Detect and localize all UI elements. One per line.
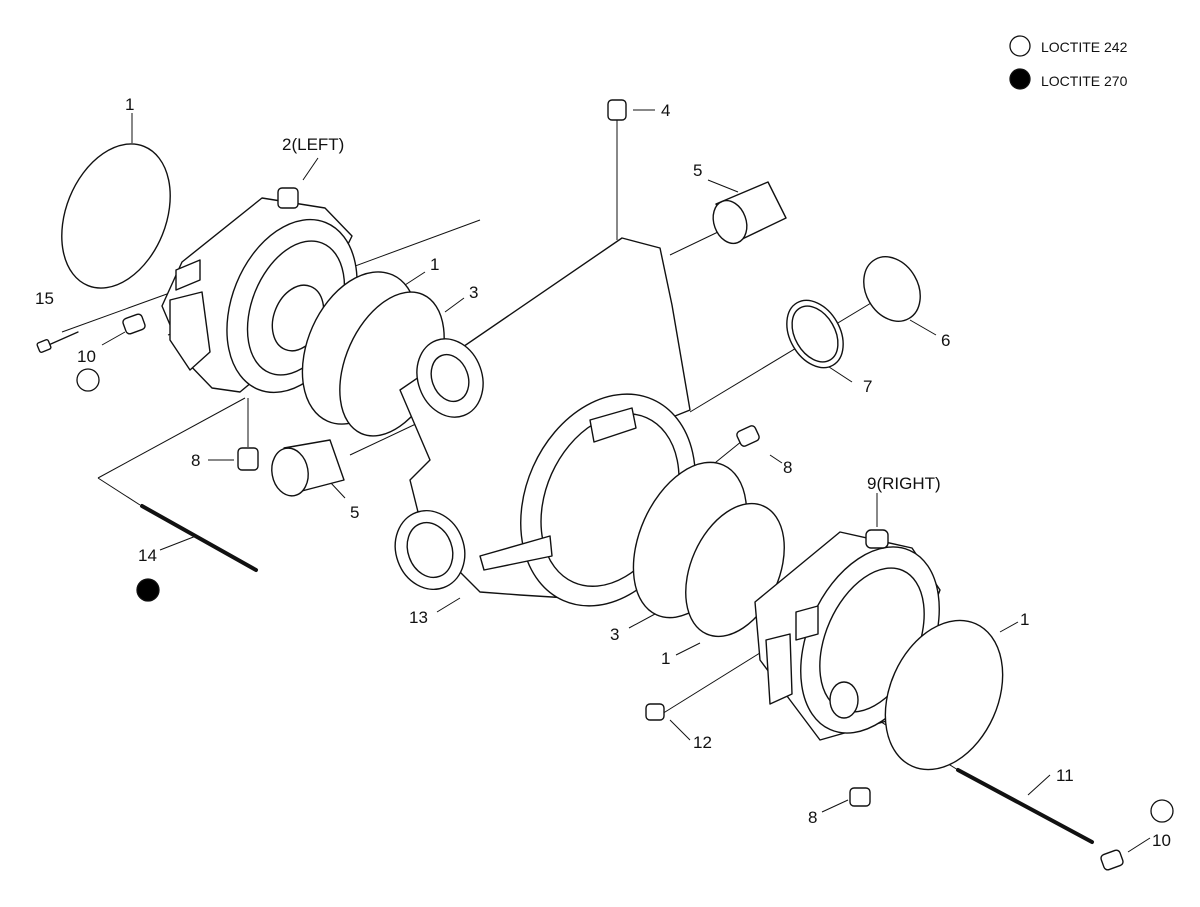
callout-2-left: 2(LEFT) (282, 135, 344, 154)
housing-right (754, 529, 941, 741)
callout-15: 15 (35, 289, 54, 308)
loctite-marker-10-left (76, 368, 100, 392)
callout-1-top: 1 (125, 95, 134, 114)
callout-10-right: 10 (1152, 831, 1171, 850)
legend-label-242: LOCTITE 242 (1041, 39, 1128, 55)
bearing-race-7 (786, 299, 844, 369)
stud-14 (140, 504, 258, 572)
plug-8-upper (736, 425, 760, 447)
callout-6: 6 (941, 331, 950, 350)
legend-label-270: LOCTITE 270 (1041, 73, 1128, 89)
legend: LOCTITE 242 LOCTITE 270 (1009, 35, 1128, 90)
nut-10-left (122, 313, 146, 335)
fitting-12 (645, 703, 665, 721)
plug-8-left (237, 447, 259, 471)
bushing-5-left (271, 439, 345, 497)
callout-labels: 1 2(LEFT) 1 3 4 5 6 7 15 10 8 5 8 9(RIGH… (35, 95, 1171, 850)
callout-10-left: 10 (77, 347, 96, 366)
callout-8-upper-right: 8 (783, 458, 792, 477)
loctite-marker-10-right (1150, 799, 1174, 823)
callout-3-lower: 3 (610, 625, 619, 644)
callout-5-lower: 5 (350, 503, 359, 522)
loctite-marker-14 (136, 578, 160, 602)
legend-swatch-270 (1009, 68, 1031, 90)
callout-1-mid: 1 (430, 255, 439, 274)
breather-4 (607, 99, 627, 121)
o-ring-1-right-large (884, 619, 1004, 771)
callout-14: 14 (138, 546, 157, 565)
callout-3-upper: 3 (469, 283, 478, 302)
callout-13: 13 (409, 608, 428, 627)
snap-ring-6 (863, 256, 921, 322)
callout-7: 7 (863, 377, 872, 396)
callout-12: 12 (693, 733, 712, 752)
callout-8-lower: 8 (808, 808, 817, 827)
screw-15 (36, 331, 79, 353)
nut-10-right (1100, 849, 1124, 871)
callout-1-right: 1 (1020, 610, 1029, 629)
legend-swatch-242 (1009, 35, 1031, 57)
callout-8-left: 8 (191, 451, 200, 470)
bushing-5-upper (712, 181, 787, 245)
callout-1-lower: 1 (661, 649, 670, 668)
plug-8-lower (849, 787, 871, 807)
stud-11 (956, 768, 1094, 844)
o-ring-1-left-large (61, 143, 171, 289)
callout-9-right: 9(RIGHT) (867, 474, 941, 493)
callout-11: 11 (1056, 766, 1074, 785)
callout-5-upper: 5 (693, 161, 702, 180)
callout-4: 4 (661, 101, 670, 120)
